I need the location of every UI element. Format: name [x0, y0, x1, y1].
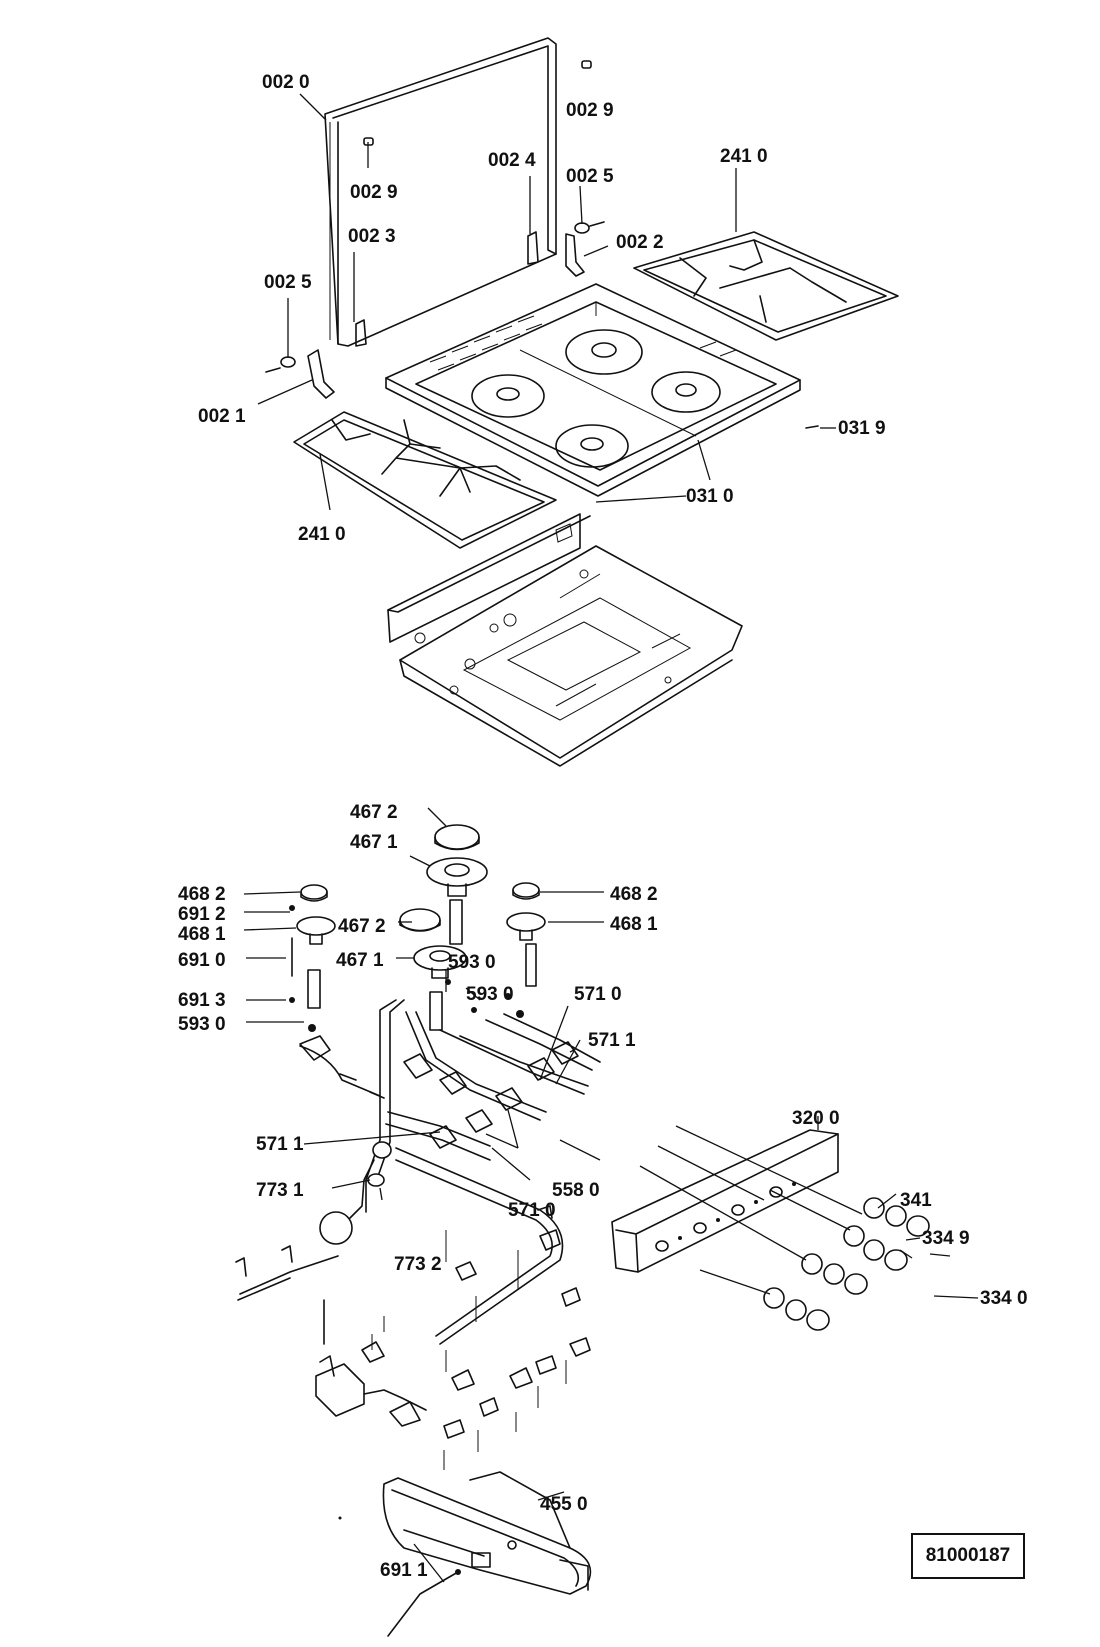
label-2410-b: 241 0 [298, 524, 346, 545]
leader-lines-bottom [243, 807, 951, 1583]
label-2410-a: 241 0 [720, 146, 768, 167]
label-3340: 334 0 [980, 1288, 1028, 1309]
label-0021: 002 1 [198, 406, 246, 427]
reference-number-box: 81000187 [911, 1533, 1025, 1579]
label-0029-b: 002 9 [350, 182, 398, 203]
label-4672-b: 467 2 [338, 916, 386, 937]
label-5930-b: 593 0 [466, 984, 514, 1005]
leader-lines-top [257, 93, 836, 511]
small-fittings [289, 905, 524, 1032]
label-0310: 031 0 [686, 486, 734, 507]
pan-support-right [633, 231, 899, 341]
label-6910: 691 0 [178, 950, 226, 971]
label-0029-a: 002 9 [566, 100, 614, 121]
label-4672-a: 467 2 [350, 802, 398, 823]
part-number-labels: 002 0 002 9 002 9 002 4 002 5 002 3 002 … [178, 72, 1028, 1581]
label-4682-b: 468 2 [610, 884, 658, 905]
gas-rail [395, 1139, 601, 1345]
lid-frame-part [324, 37, 557, 347]
hinge-parts [265, 60, 819, 429]
label-4681-b: 468 1 [610, 914, 658, 935]
control-knobs [639, 1125, 930, 1331]
label-0023: 002 3 [348, 226, 396, 247]
label-3349: 334 9 [922, 1228, 970, 1249]
label-0020: 002 0 [262, 72, 310, 93]
label-6911: 691 1 [380, 1560, 428, 1581]
hob-burner-openings [471, 329, 721, 468]
control-panel [611, 1129, 839, 1273]
label-5930-a: 593 0 [448, 952, 496, 973]
label-4682-a: 468 2 [178, 884, 226, 905]
label-6912: 691 2 [178, 904, 226, 925]
label-5711-b: 571 1 [256, 1134, 304, 1155]
hob-top-plate [385, 283, 801, 497]
brackets-screws [361, 1205, 591, 1470]
burner-parts [291, 824, 546, 1031]
label-0025-a: 002 5 [566, 166, 614, 187]
label-5710-a: 571 0 [574, 984, 622, 1005]
label-5710-b: 571 0 [508, 1200, 556, 1221]
label-3200: 320 0 [792, 1108, 840, 1129]
label-341: 341 [900, 1190, 932, 1211]
label-4681-a: 468 1 [178, 924, 226, 945]
label-5711-a: 571 1 [588, 1030, 636, 1051]
label-4671-a: 467 1 [350, 832, 398, 853]
leader-lines-right [595, 495, 979, 1299]
thermocouple-lead [338, 1516, 461, 1637]
hob-base-frame [387, 513, 743, 767]
ignition-unit [315, 1299, 427, 1427]
burner-tube [382, 1471, 592, 1595]
label-4550: 455 0 [540, 1494, 588, 1515]
label-0024: 002 4 [488, 150, 536, 171]
pan-support-left [293, 411, 557, 549]
label-4671-b: 467 1 [336, 950, 384, 971]
label-7731: 773 1 [256, 1180, 304, 1201]
label-0319: 031 9 [838, 418, 886, 439]
label-5580: 558 0 [552, 1180, 600, 1201]
label-7732: 773 2 [394, 1254, 442, 1275]
label-6913: 691 3 [178, 990, 226, 1011]
label-5930-c: 593 0 [178, 1014, 226, 1035]
label-0025-b: 002 5 [264, 272, 312, 293]
label-0022: 002 2 [616, 232, 664, 253]
